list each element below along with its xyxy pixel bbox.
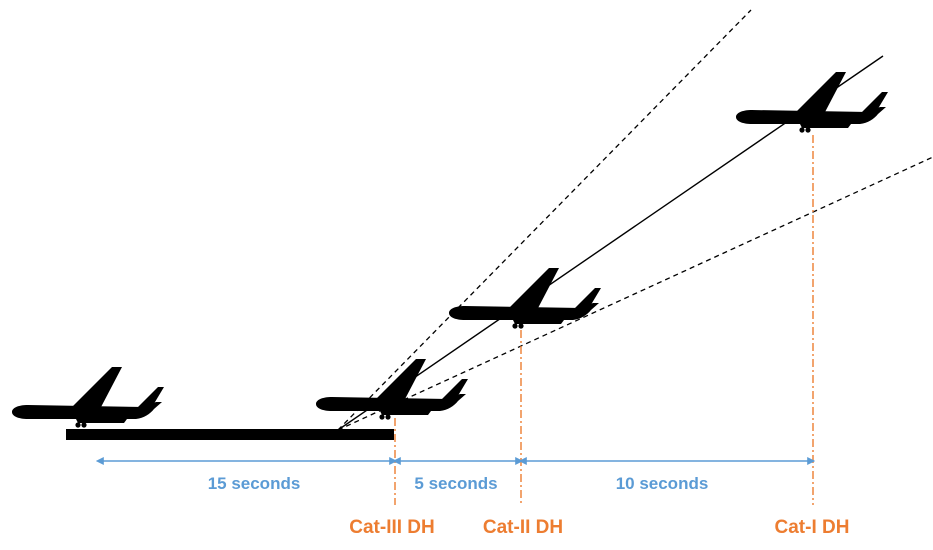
- cat-ii-dh-label: Cat-II DH: [483, 517, 563, 538]
- aircraft-icon: [12, 367, 164, 428]
- cat-i-dh-label: Cat-I DH: [775, 517, 850, 538]
- upper-boundary-line: [337, 9, 752, 431]
- cat-iii-dh-label: Cat-III DH: [349, 517, 435, 538]
- interval-label: 15 seconds: [208, 474, 301, 493]
- aircraft-icon: [316, 359, 468, 420]
- interval-label: 10 seconds: [616, 474, 709, 493]
- runway: [66, 429, 394, 440]
- interval-label: 5 seconds: [414, 474, 497, 493]
- lower-boundary-line: [337, 156, 933, 431]
- aircraft-icon: [736, 72, 888, 133]
